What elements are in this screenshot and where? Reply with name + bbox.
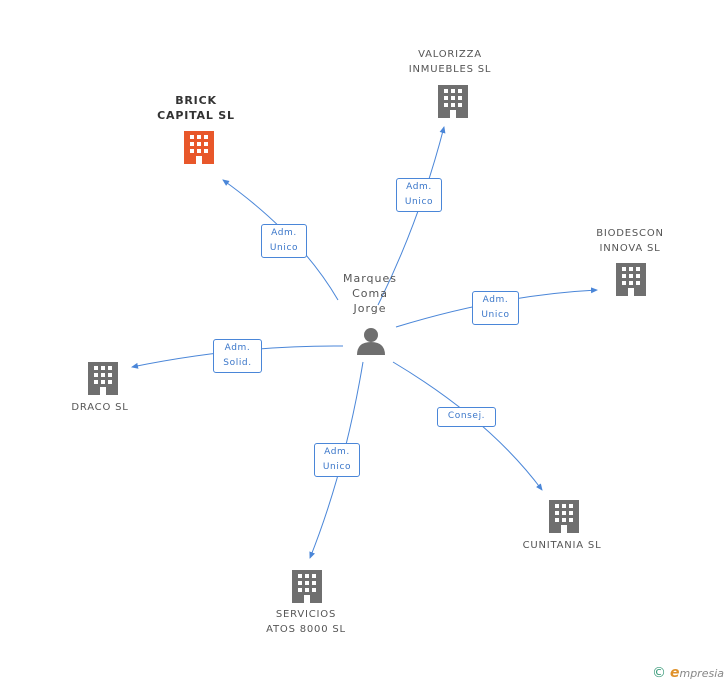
edge-label-servicios: Adm. Unico: [314, 443, 360, 477]
empresia-logo-text: mpresia: [679, 667, 724, 680]
edge-label-biodescon: Adm. Unico: [472, 291, 519, 325]
building-icon[interactable]: [549, 500, 579, 533]
company-label-servicios[interactable]: SERVICIOS ATOS 8000 SL: [266, 609, 346, 635]
company-label-brick[interactable]: BRICK CAPITAL SL: [157, 94, 235, 122]
company-label-cunitania[interactable]: CUNITANIA SL: [522, 540, 602, 551]
building-icon[interactable]: [88, 362, 118, 395]
empresia-logo-initial: e: [669, 665, 680, 681]
building-icon[interactable]: [438, 85, 468, 118]
empresia-watermark: © empresia: [652, 665, 724, 681]
building-icon[interactable]: [184, 131, 214, 164]
person-name[interactable]: Marques Coma Jorge: [342, 272, 397, 315]
company-label-biodescon[interactable]: BIODESCON INNOVA SL: [596, 228, 664, 254]
edge-label-valorizza: Adm. Unico: [396, 178, 442, 212]
edge-label-brick: Adm. Unico: [261, 224, 307, 258]
copyright-icon: ©: [651, 665, 666, 681]
edge-valorizza: [377, 126, 446, 306]
person-icon: [357, 328, 385, 355]
building-icon[interactable]: [292, 570, 322, 603]
building-icon[interactable]: [616, 263, 646, 296]
company-label-valorizza[interactable]: VALORIZZA INMUEBLES SL: [408, 49, 492, 75]
edge-label-draco: Adm. Solid.: [213, 339, 262, 373]
company-label-draco[interactable]: DRACO SL: [71, 402, 129, 413]
edge-label-cunitania: Consej.: [437, 407, 496, 427]
